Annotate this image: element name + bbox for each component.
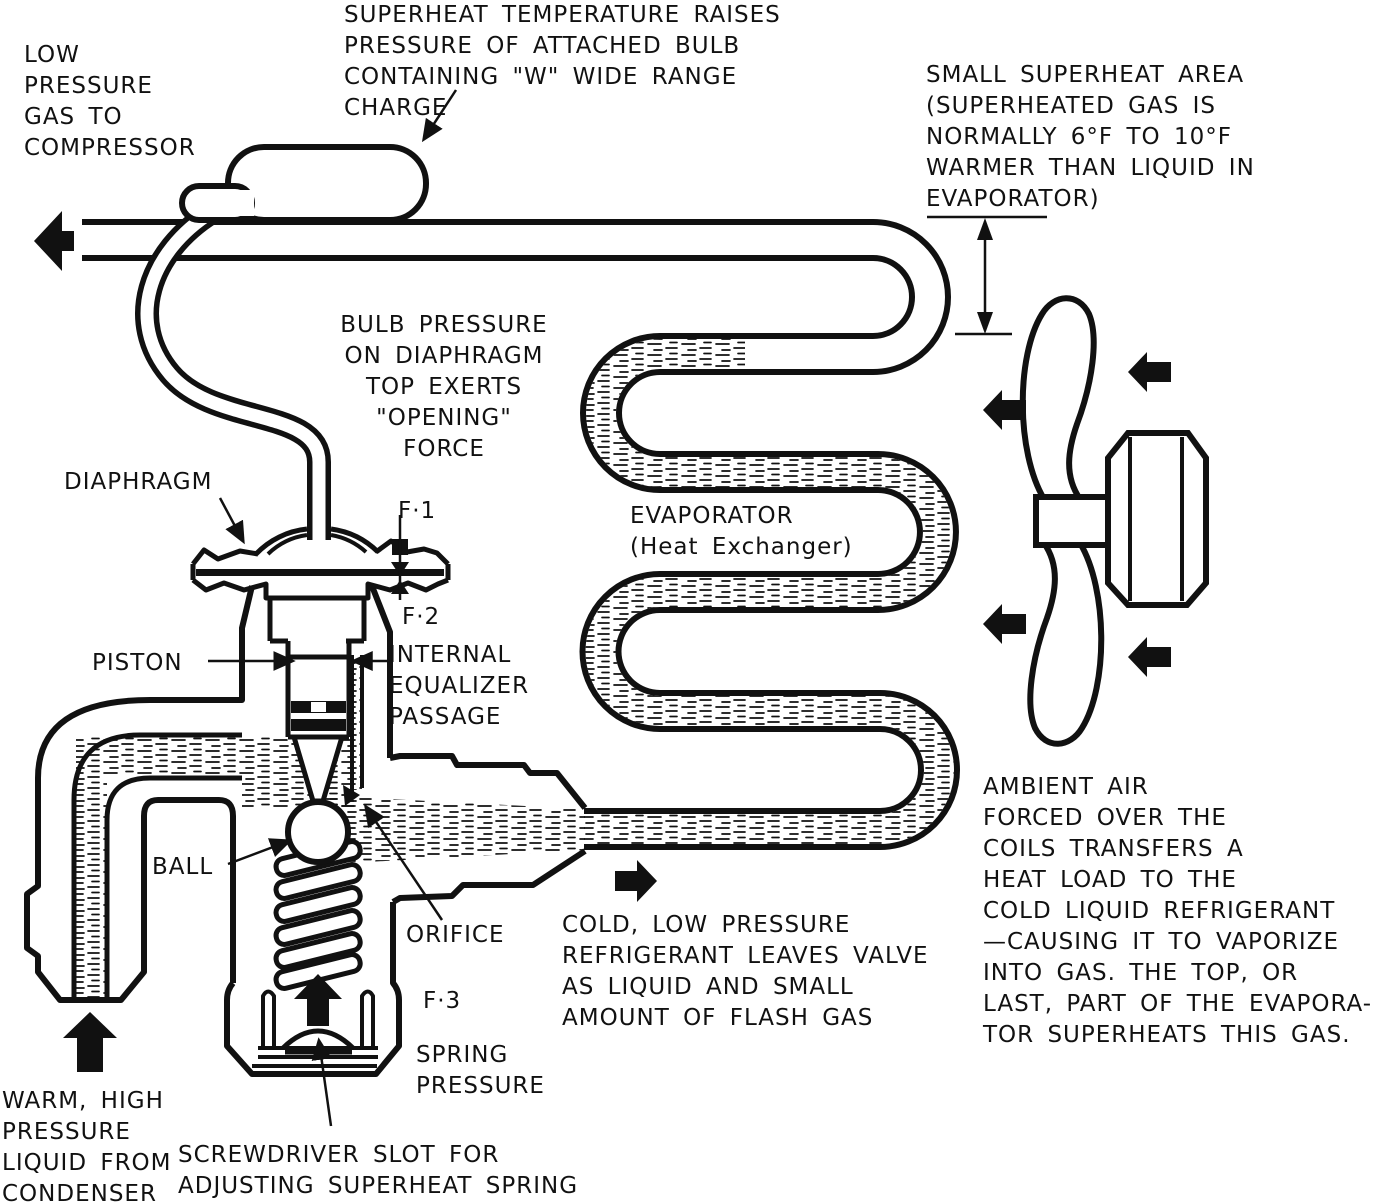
inlet-flow-arrow-icon xyxy=(63,1012,117,1072)
label-superheat-bulb-note: SUPERHEAT TEMPERATURE RAISES PRESSURE OF… xyxy=(344,2,781,121)
evaporator-coil xyxy=(82,219,960,850)
label-low-pressure-gas: LOW PRESSURE GAS TO COMPRESSOR xyxy=(24,42,196,161)
airflow-arrow-icons xyxy=(983,352,1171,677)
label-warm-liquid: WARM, HIGH PRESSURE LIQUID FROM CONDENSE… xyxy=(2,1088,172,1203)
fan-hub xyxy=(1033,494,1113,548)
label-f2: F·2 xyxy=(402,604,441,630)
label-ball: BALL xyxy=(152,854,214,880)
label-spring-pressure: SPRING PRESSURE xyxy=(416,1042,545,1099)
label-screwdriver-note: SCREWDRIVER SLOT FOR ADJUSTING SUPERHEAT… xyxy=(178,1142,579,1199)
label-piston: PISTON xyxy=(92,650,183,676)
equalizer-passage xyxy=(350,655,364,793)
label-orifice: ORIFICE xyxy=(406,922,505,948)
spring-force-arrow-icon xyxy=(294,974,342,1026)
diaphragm-sheet xyxy=(196,569,444,576)
label-cold-refrigerant-note: COLD, LOW PRESSURE REFRIGERANT LEAVES VA… xyxy=(562,912,929,1031)
label-ambient-air-note: AMBIENT AIR FORCED OVER THE COILS TRANSF… xyxy=(983,774,1373,1048)
superheat-dimension-marker xyxy=(927,215,1047,336)
label-internal-equalizer: INTERNAL EQUALIZER PASSAGE xyxy=(389,642,530,730)
adjusting-screw xyxy=(281,1028,355,1050)
label-bulb-pressure-note: BULB PRESSURE ON DIAPHRAGM TOP EXERTS "O… xyxy=(340,312,548,462)
valve-ball xyxy=(285,799,351,865)
sensing-bulb xyxy=(179,144,429,223)
fan xyxy=(983,295,1209,747)
outlet-flow-arrow-icon xyxy=(615,860,657,902)
label-diaphragm: DIAPHRAGM xyxy=(64,469,213,495)
leader-lines xyxy=(208,89,458,1127)
fan-blade xyxy=(1027,540,1105,747)
flow-arrows xyxy=(63,860,657,1072)
suction-flow-arrow-icon xyxy=(34,211,74,271)
coil-liquid-hatching xyxy=(584,339,954,844)
capillary-tube xyxy=(135,201,331,540)
fan-motor xyxy=(1105,430,1209,608)
label-f3: F·3 xyxy=(423,988,462,1014)
label-evaporator: EVAPORATOR (Heat Exchanger) xyxy=(630,503,853,560)
fan-blade xyxy=(1019,295,1097,502)
label-f1: F·1 xyxy=(398,498,437,524)
superheat-spring xyxy=(273,839,363,991)
label-small-superheat-area: SMALL SUPERHEAT AREA (SUPERHEATED GAS IS… xyxy=(926,62,1255,212)
